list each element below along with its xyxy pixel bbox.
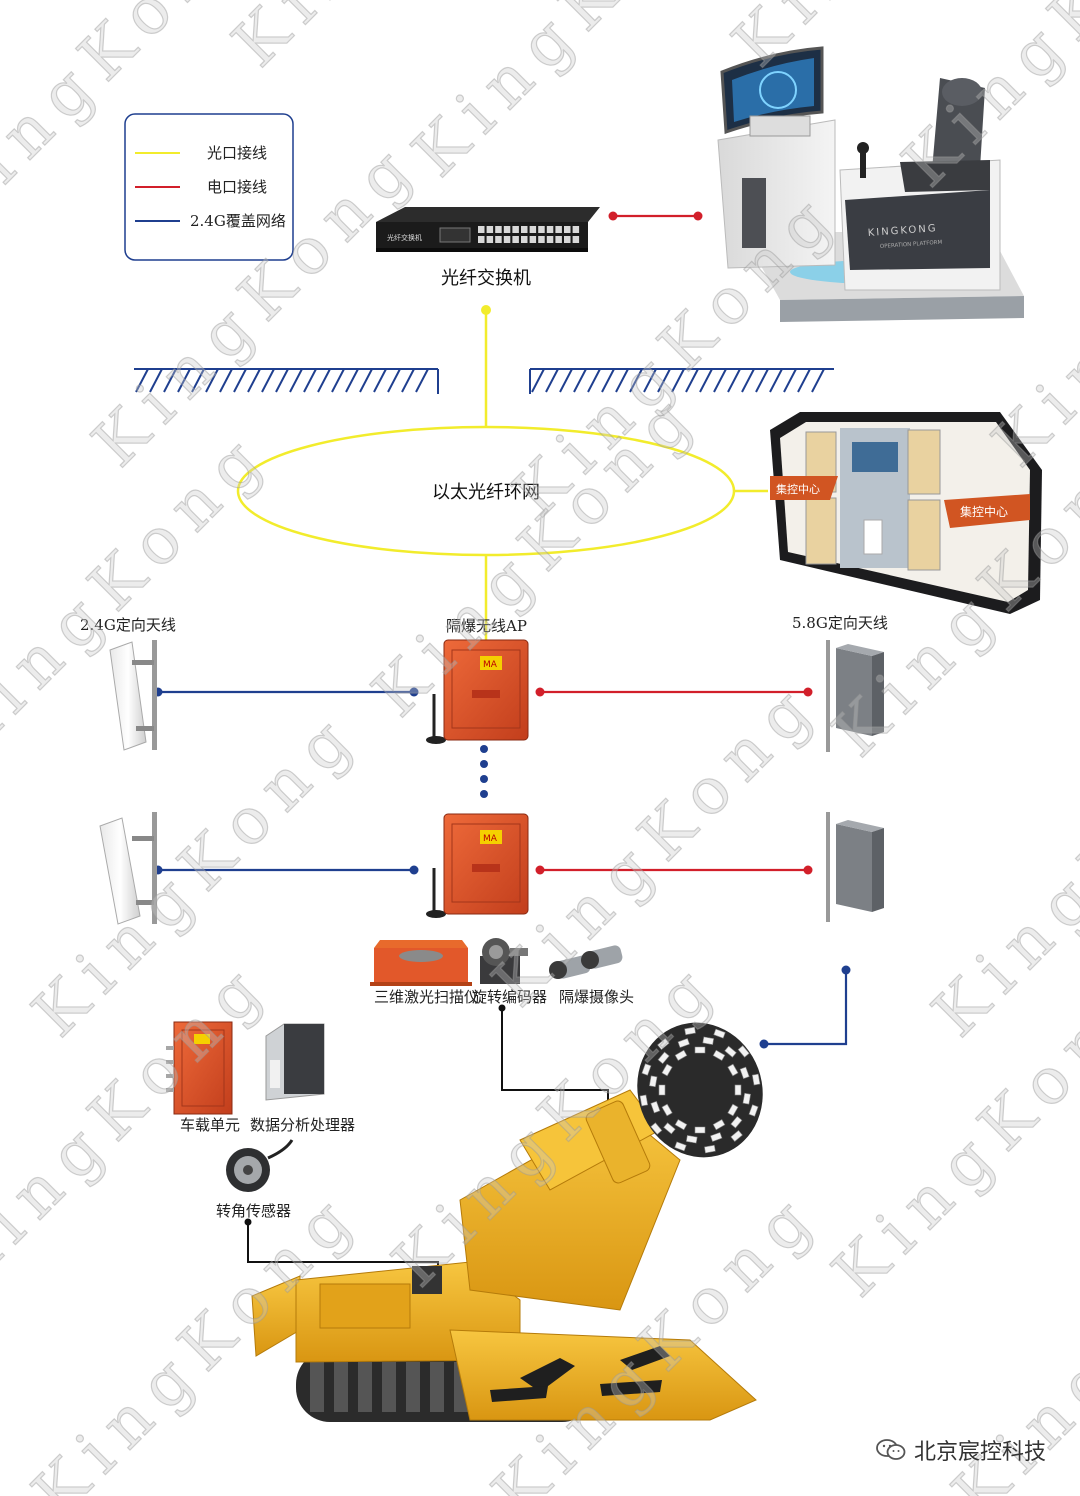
laser-scanner-label: 三维激光扫描仪 [374,988,479,1006]
antenna-58g-top [826,640,884,752]
antenna-24g-top [109,640,157,751]
watermark-text: KingKong [919,695,1080,1051]
ground-surface-right [529,368,834,394]
explosion-proof-camera [549,945,623,979]
ma-badge-bottom: MA [483,834,498,844]
cabin-sign-right: 集控中心 [960,504,1008,519]
footer-brand: 北京宸控科技 [913,1440,1046,1465]
vehicle-unit-label: 车载单元 [180,1116,240,1134]
electric-dots [535,211,813,875]
legend-label-fiber: 光口接线 [207,144,267,162]
explosion-proof-ap-bottom: MA [426,813,529,918]
legend-label-electric: 电口接线 [207,178,267,196]
console-brand: KINGKONG [867,223,937,239]
antenna-24g-bottom [99,812,157,925]
data-processor-label: 数据分析处理器 [250,1116,355,1134]
fiber-switch-label: 光纤交换机 [441,268,531,289]
electric-links [540,214,808,872]
legend: 光口接线 电口接线 2.4G覆盖网络 [124,113,294,261]
ethernet-ring-label: 以太光纤环网 [432,482,540,503]
roadheader-machine [251,1022,763,1422]
antenna-58g-bottom [826,812,884,922]
angle-sensor-label: 转角传感器 [216,1202,291,1220]
wechat-icon [876,1438,906,1462]
ma-badge: MA [483,660,498,670]
wireless-links [158,690,848,1046]
ground-surface-left [134,368,439,394]
watermark-text: KingKong [479,665,835,1021]
explosion-proof-camera-label: 隔爆摄像头 [559,988,634,1006]
fiber-node-dot [481,305,491,315]
console-sub: OPERATION PLATFORM [880,240,943,250]
fiber-switch: 光纤交换机 [376,207,600,252]
ap-label: 隔爆无线AP [446,617,527,635]
remote-operation-console: KINGKONG OPERATION PLATFORM [717,46,1024,322]
rotary-encoder [480,938,528,984]
angle-sensor [226,1139,294,1192]
rotary-encoder-label: 旋转编码器 [472,988,547,1006]
legend-label-wireless: 2.4G覆盖网络 [190,212,286,230]
antenna-24g-label: 2.4G定向天线 [80,616,176,634]
data-processor [265,1023,325,1101]
control-center-cabin: 集控中心 集控中心 [770,412,1042,614]
vehicle-unit [166,1021,233,1115]
antenna-58g-label: 5.8G定向天线 [792,614,888,632]
watermark-text: KingKong [399,0,755,191]
laser-scanner [370,940,472,986]
footer: 北京宸控科技 [876,1434,1046,1466]
switch-panel-label: 光纤交换机 [387,233,422,242]
cabin-sign-left: 集控中心 [776,482,820,496]
fiber-links [236,310,768,640]
explosion-proof-ap-top: MA [426,639,529,744]
